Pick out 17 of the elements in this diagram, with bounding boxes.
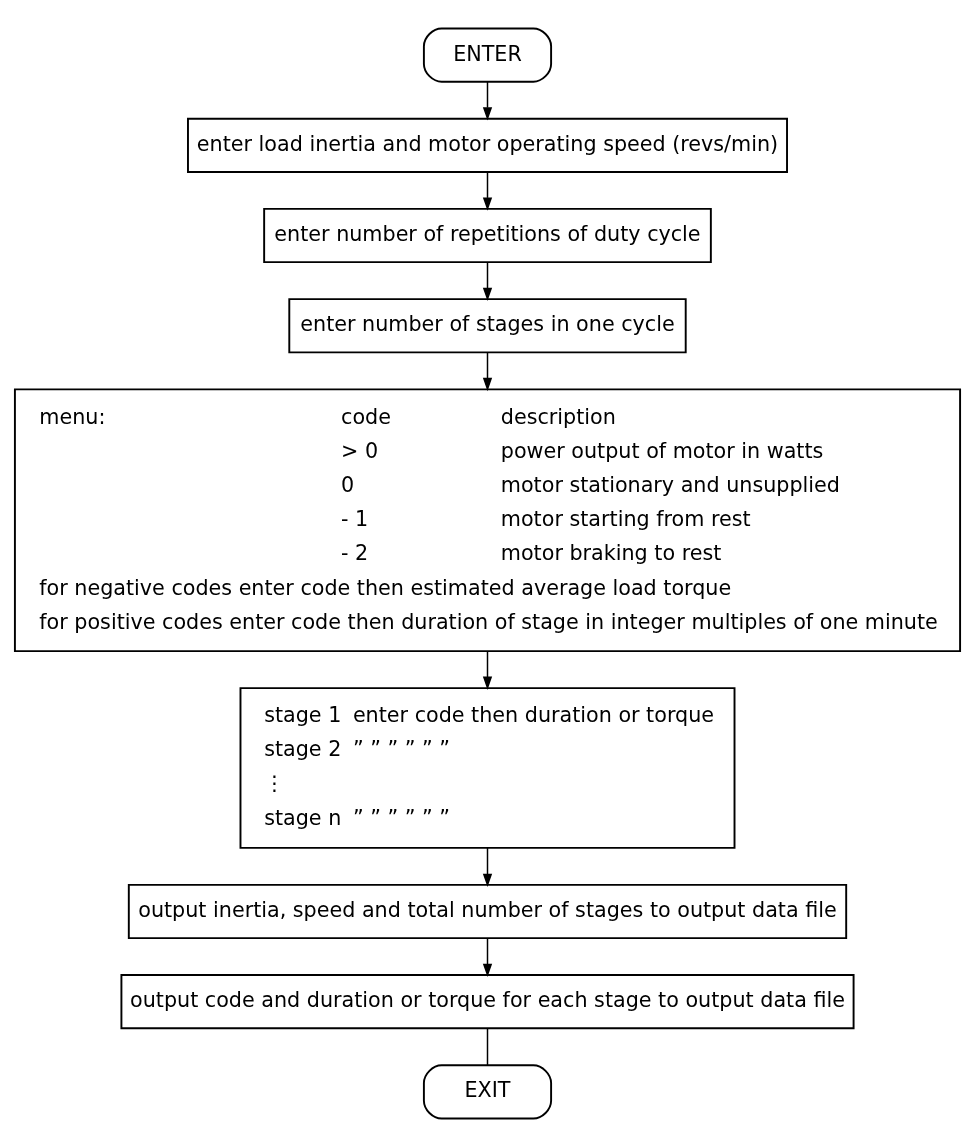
arrow xyxy=(482,846,492,887)
arrow xyxy=(482,351,492,391)
node-box: ENTER xyxy=(422,27,552,83)
arrow xyxy=(482,261,492,301)
node-box: enter load inertia and motor operating speed (revs/min) xyxy=(186,117,788,173)
node-box: menu: code description > 0 power output of motor in watts 0 motor stationary and unsupplied - 1 motor starting from rest - 2 motor braking to rest for negative codes enter code then estimated average load torque for positive codes enter code then duration of stage in integer multiples of one minute xyxy=(13,387,961,652)
node-box: stage 1 enter code then duration or torque stage 2 ” ” ” ” ” ” ⋮ stage n ” ” ” ” ” ” xyxy=(239,686,735,849)
node-box: output code and duration or torque for each stage to output data file xyxy=(119,973,855,1029)
node-box: output inertia, speed and total number of stages to output data file xyxy=(127,883,847,939)
arrow xyxy=(482,170,492,211)
node-box: enter number of stages in one cycle xyxy=(287,297,687,353)
arrow xyxy=(482,936,492,977)
node-box: EXIT xyxy=(422,1063,552,1119)
arrow xyxy=(482,80,492,121)
connector xyxy=(486,1027,488,1066)
node-box: enter number of repetitions of duty cycle xyxy=(262,207,712,263)
arrow xyxy=(482,650,492,690)
